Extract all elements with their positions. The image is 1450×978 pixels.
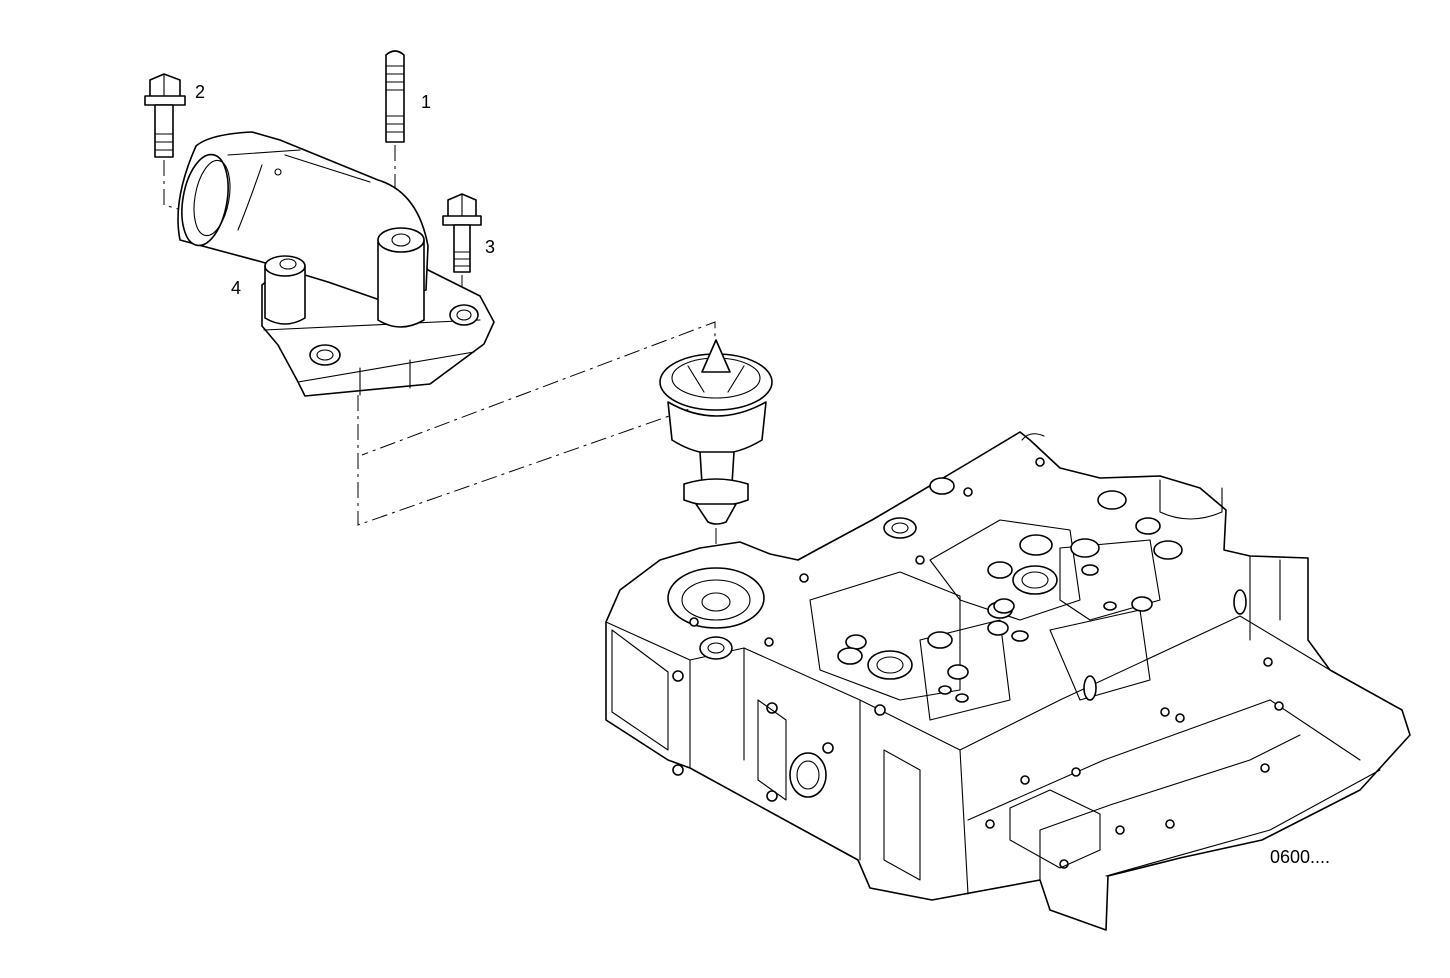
reference-code: 0600.... xyxy=(1270,847,1330,867)
callout-3: 3 xyxy=(485,237,495,257)
callout-2: 2 xyxy=(195,82,205,102)
callout-4: 4 xyxy=(231,278,241,298)
thermostat[interactable] xyxy=(659,339,773,600)
callout-1: 1 xyxy=(421,92,431,112)
thermostat-housing-part-4[interactable] xyxy=(175,131,495,397)
stud-part-1[interactable] xyxy=(385,50,405,238)
bolt-part-3[interactable] xyxy=(442,193,482,312)
cylinder-head xyxy=(605,431,1411,931)
